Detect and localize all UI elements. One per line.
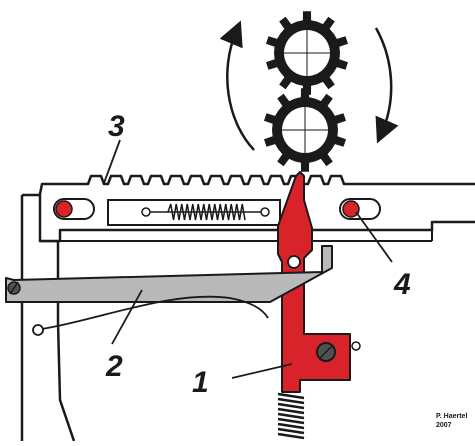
leader-1	[231, 363, 293, 379]
spring-anchor-right	[260, 207, 270, 217]
credit-year: 2007	[436, 422, 452, 429]
slider-pivot-slot	[319, 345, 333, 359]
lever-pivot	[7, 281, 21, 295]
red-slider	[277, 171, 351, 393]
coil-spring-icon	[167, 203, 246, 221]
leader-3	[103, 139, 121, 184]
spring-anchor-left	[141, 207, 151, 217]
credit-author: P. Haertel	[436, 413, 467, 420]
label-rack: 3	[108, 110, 125, 143]
lever-return-spring	[35, 295, 269, 331]
curved-arrow-up-icon	[219, 20, 255, 151]
compression-spring	[277, 392, 305, 440]
leader-4	[355, 211, 393, 263]
spring-anchor-frame	[32, 324, 44, 336]
slider-notch-pin	[351, 341, 361, 351]
grey-lever	[5, 245, 333, 303]
gear-icon	[266, 11, 348, 95]
curved-arrow-down-icon	[374, 27, 399, 144]
label-pin: 4	[393, 268, 411, 301]
label-slider: 1	[192, 366, 209, 399]
label-lever: 2	[105, 350, 123, 383]
gear-icon	[264, 88, 346, 172]
leader-2	[111, 289, 143, 345]
pin-left	[55, 200, 73, 218]
lever-pin	[287, 255, 301, 269]
pin-right	[342, 200, 360, 218]
